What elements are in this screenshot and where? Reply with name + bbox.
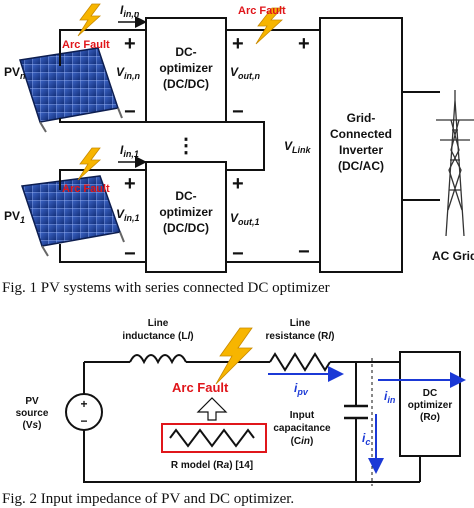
dc-optimizer-1 xyxy=(145,161,227,273)
sign-minus-link: − xyxy=(298,241,310,263)
label-v-in-n: Vin,n xyxy=(116,65,141,81)
input-cap-line1: Input xyxy=(290,410,315,421)
sign-plus-link: + xyxy=(298,33,310,55)
pv-1-label: PV1 xyxy=(4,209,25,225)
label-i-pv: ipv xyxy=(294,381,309,397)
inductor-symbol xyxy=(129,354,187,365)
optimizer-n-line2: optimizer xyxy=(159,61,213,75)
inverter-line3: Inverter xyxy=(339,143,383,157)
arc-fault-pv-1: Arc Fault xyxy=(62,183,110,195)
sign-minus-out-1: − xyxy=(232,243,244,265)
sign-plus-out-1: + xyxy=(232,173,244,195)
input-cap-line3: (Cin) xyxy=(291,436,314,447)
transmission-tower-icon xyxy=(436,90,474,237)
lightning-icon xyxy=(77,147,102,181)
series-ellipsis: ⋮ xyxy=(176,135,196,157)
figure-1-caption: Fig. 1 PV systems with series connected … xyxy=(2,280,330,296)
source-minus: − xyxy=(80,414,87,428)
label-i-in: iin xyxy=(384,389,396,405)
label-v-out-n: Vout,n xyxy=(230,65,261,81)
inverter-line1: Grid- xyxy=(347,111,376,125)
optimizer-1-line1: DC- xyxy=(175,189,196,203)
sign-plus-in-n: + xyxy=(124,33,136,55)
inverter-line4: (DC/AC) xyxy=(338,159,384,173)
wire-pv-n-bottom xyxy=(59,118,146,123)
wire-series-link xyxy=(226,121,265,171)
resistor-symbol xyxy=(269,352,331,372)
label-v-link: VLink xyxy=(284,139,312,155)
sign-minus-in-1: − xyxy=(124,243,136,265)
arrow-up-icon xyxy=(196,397,228,421)
line-resistance-line2: resistance (Rl) xyxy=(266,331,335,342)
r-model-box xyxy=(161,423,267,453)
input-cap-line2: capacitance xyxy=(273,423,331,434)
arc-fault-line: Arc Fault xyxy=(172,380,229,395)
grid-inverter xyxy=(319,17,403,273)
optimizer-1-line3: (DC/DC) xyxy=(163,221,209,235)
optimizer-load-line2: optimizer xyxy=(408,400,453,411)
lightning-icon xyxy=(255,7,284,45)
sign-plus-in-1: + xyxy=(124,173,136,195)
wire-pv-n-top xyxy=(59,29,146,66)
ac-grid-label: AC Grid xyxy=(432,249,474,263)
figure-1: PVn PV1 DC- optimizer (DC/DC) DC- optimi… xyxy=(2,3,474,296)
label-i-c: ic xyxy=(362,431,370,447)
sign-minus-in-n: − xyxy=(124,101,136,123)
line-resistance-line1: Line xyxy=(290,318,311,329)
sign-minus-out-n: − xyxy=(232,101,244,123)
line-inductance-line2: inductance (Ll) xyxy=(122,331,193,342)
sign-plus-out-n: + xyxy=(232,33,244,55)
dc-optimizer-n xyxy=(145,17,227,123)
optimizer-1-line2: optimizer xyxy=(159,205,213,219)
label-v-in-1: Vin,1 xyxy=(116,207,140,223)
pv-panel-n-icon xyxy=(19,47,123,133)
wire-pv-1-bottom xyxy=(59,244,146,263)
r-model-label: R model (Ra) [14] xyxy=(171,460,253,471)
arc-fault-output: Arc Fault xyxy=(238,5,286,17)
dc-optimizer-load xyxy=(399,351,461,457)
pv-panel-1-icon xyxy=(21,175,125,257)
wire-pv-1-top xyxy=(59,169,146,190)
optimizer-n-line3: (DC/DC) xyxy=(163,77,209,91)
figure-2-caption: Fig. 2 Input impedance of PV and DC opti… xyxy=(2,491,294,507)
pv-source-line3: (Vs) xyxy=(23,420,42,431)
source-plus: + xyxy=(80,397,87,411)
lightning-icon xyxy=(215,327,253,385)
voltage-source-symbol xyxy=(65,393,103,431)
arc-fault-pv-n: Arc Fault xyxy=(62,39,110,51)
inverter-line2: Connected xyxy=(330,127,392,141)
wire-bottom-return xyxy=(83,430,420,483)
wire-to-grid xyxy=(402,91,440,201)
figure-2: + − PV source (Vs) Line inductance (Ll) … xyxy=(2,318,466,507)
lightning-icon xyxy=(77,3,102,37)
pv-source-line1: PV xyxy=(25,396,39,407)
label-v-out-1: Vout,1 xyxy=(230,211,260,227)
optimizer-n-line1: DC- xyxy=(175,45,196,59)
r-model-resistor-symbol xyxy=(169,428,255,448)
pv-n-label: PVn xyxy=(4,65,26,81)
optimizer-load-line1: DC xyxy=(423,388,437,399)
label-i-in-1: Iin,1 xyxy=(120,143,139,159)
optimizer-load-line3: (Ro) xyxy=(420,412,440,423)
line-inductance-line1: Line xyxy=(148,318,169,329)
pv-source-line2: source xyxy=(16,408,49,419)
label-i-in-n: Iin,n xyxy=(120,3,140,19)
